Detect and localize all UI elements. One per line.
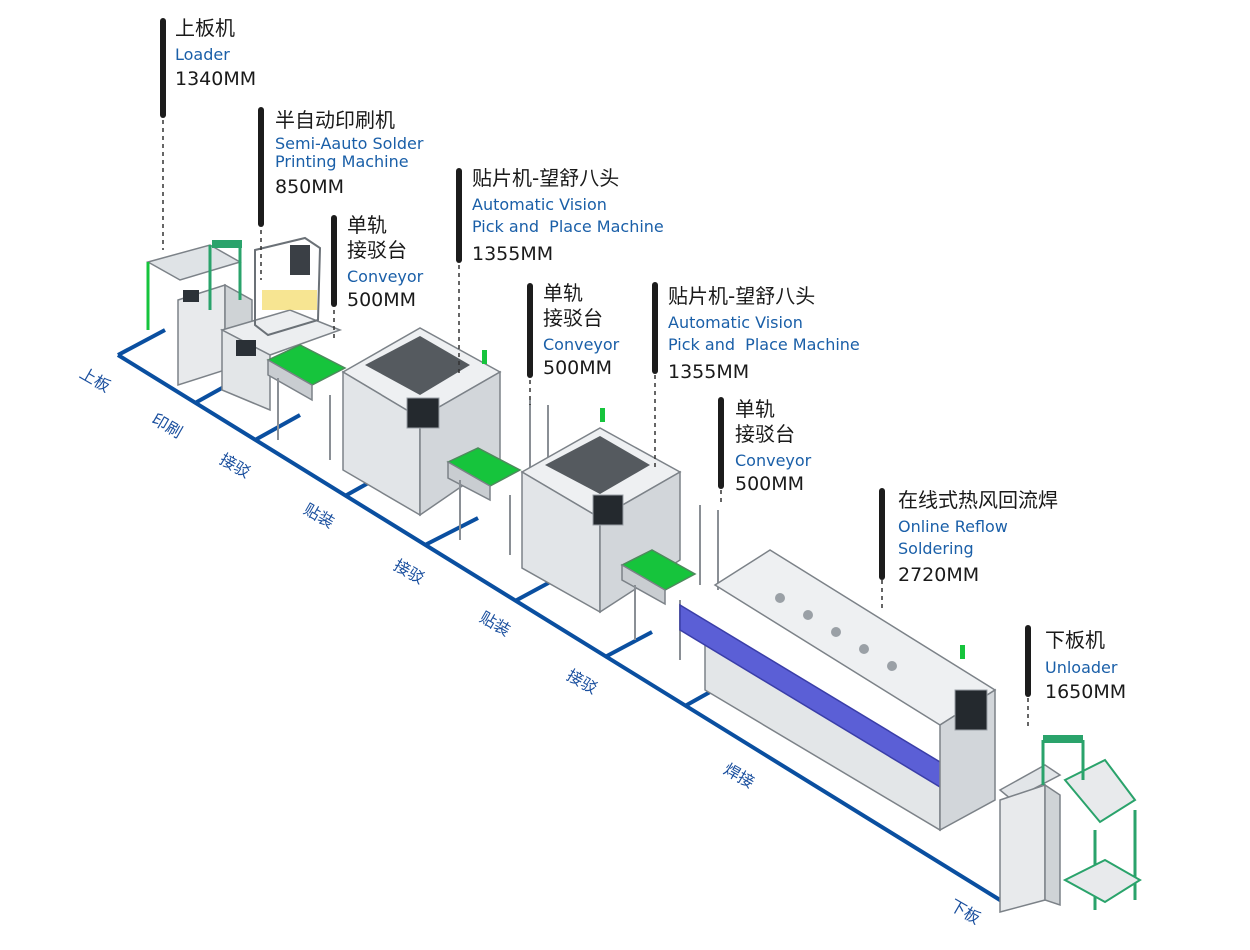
machine-cn-name: 上板机 xyxy=(175,16,235,40)
machine-en-name: Loader xyxy=(175,45,230,64)
label-bar xyxy=(1025,625,1031,697)
machine-label-conveyor-1: 单轨 接驳台 Conveyor 500MM xyxy=(347,213,423,310)
machine-size: 1355MM xyxy=(472,242,554,265)
machine-size: 1340MM xyxy=(175,67,257,90)
machine-cn-name: 单轨 接驳台 xyxy=(347,213,407,262)
machine-label-loader: 上板机 Loader 1340MM xyxy=(175,18,256,89)
machine-cn-name: 贴片机-望舒八头 xyxy=(668,284,816,308)
ruler-tick xyxy=(424,516,479,547)
machine-label-reflow: 在线式热风回流焊 Online Reflow Soldering 2720MM xyxy=(898,490,1058,585)
machine-en-name: Unloader xyxy=(1045,658,1118,677)
machine-en-name: Automatic Vision Pick and Place Machine xyxy=(472,195,664,237)
label-bar xyxy=(879,488,885,580)
conveyor-1 xyxy=(266,344,347,460)
label-bar xyxy=(258,107,264,227)
machine-en-name: Conveyor xyxy=(543,335,620,354)
baseline-ruler xyxy=(116,328,1046,903)
machine-label-conveyor-3: 单轨 接驳台 Conveyor 500MM xyxy=(735,397,811,494)
machine-en-name: Automatic Vision Pick and Place Machine xyxy=(668,313,860,355)
machine-size: 500MM xyxy=(347,288,417,311)
unloader-machine xyxy=(998,735,1142,913)
reflow-oven xyxy=(679,549,997,832)
machine-size: 2720MM xyxy=(898,563,980,586)
machine-en-name: Semi-Aauto Solder Printing Machine xyxy=(275,134,424,172)
machine-size: 1355MM xyxy=(668,360,750,383)
ruler-tick xyxy=(604,630,653,659)
conveyor-3 xyxy=(620,505,719,660)
machine-cn-name: 半自动印刷机 xyxy=(275,108,395,132)
label-bar xyxy=(718,397,724,489)
machine-size: 850MM xyxy=(275,175,345,198)
label-bar xyxy=(456,168,462,263)
machine-en-name: Conveyor xyxy=(735,451,812,470)
machine-cn-name: 贴片机-望舒八头 xyxy=(472,166,620,190)
label-bar xyxy=(652,282,658,374)
machine-cn-name: 单轨 接驳台 xyxy=(543,281,603,330)
label-bar xyxy=(527,283,533,378)
machine-cn-name: 单轨 接驳台 xyxy=(735,397,795,446)
pick-place-machine-2 xyxy=(520,408,682,614)
machine-size: 1650MM xyxy=(1045,680,1127,703)
machine-cn-name: 下板机 xyxy=(1045,628,1105,652)
machine-en-name: Conveyor xyxy=(347,267,424,286)
machine-cn-name: 在线式热风回流焊 xyxy=(898,488,1058,512)
label-bar xyxy=(331,215,337,307)
leader-lines xyxy=(162,120,1029,730)
pick-place-machine-1 xyxy=(341,327,502,517)
printer-machine xyxy=(220,236,343,412)
machine-en-name: Online Reflow Soldering xyxy=(898,517,1008,559)
machine-label-pick-place-2: 贴片机-望舒八头 Automatic Vision Pick and Place… xyxy=(668,286,860,382)
machine-label-unloader: 下板机 Unloader 1650MM xyxy=(1045,630,1126,702)
ruler-tick xyxy=(117,328,166,357)
machine-label-conveyor-2: 单轨 接驳台 Conveyor 500MM xyxy=(543,281,619,378)
machine-label-pick-place-1: 贴片机-望舒八头 Automatic Vision Pick and Place… xyxy=(472,168,664,264)
machine-size: 500MM xyxy=(543,356,613,379)
machine-size: 500MM xyxy=(735,472,805,495)
label-bar xyxy=(160,18,166,118)
machine-label-printer: 半自动印刷机 Semi-Aauto Solder Printing Machin… xyxy=(275,110,423,197)
